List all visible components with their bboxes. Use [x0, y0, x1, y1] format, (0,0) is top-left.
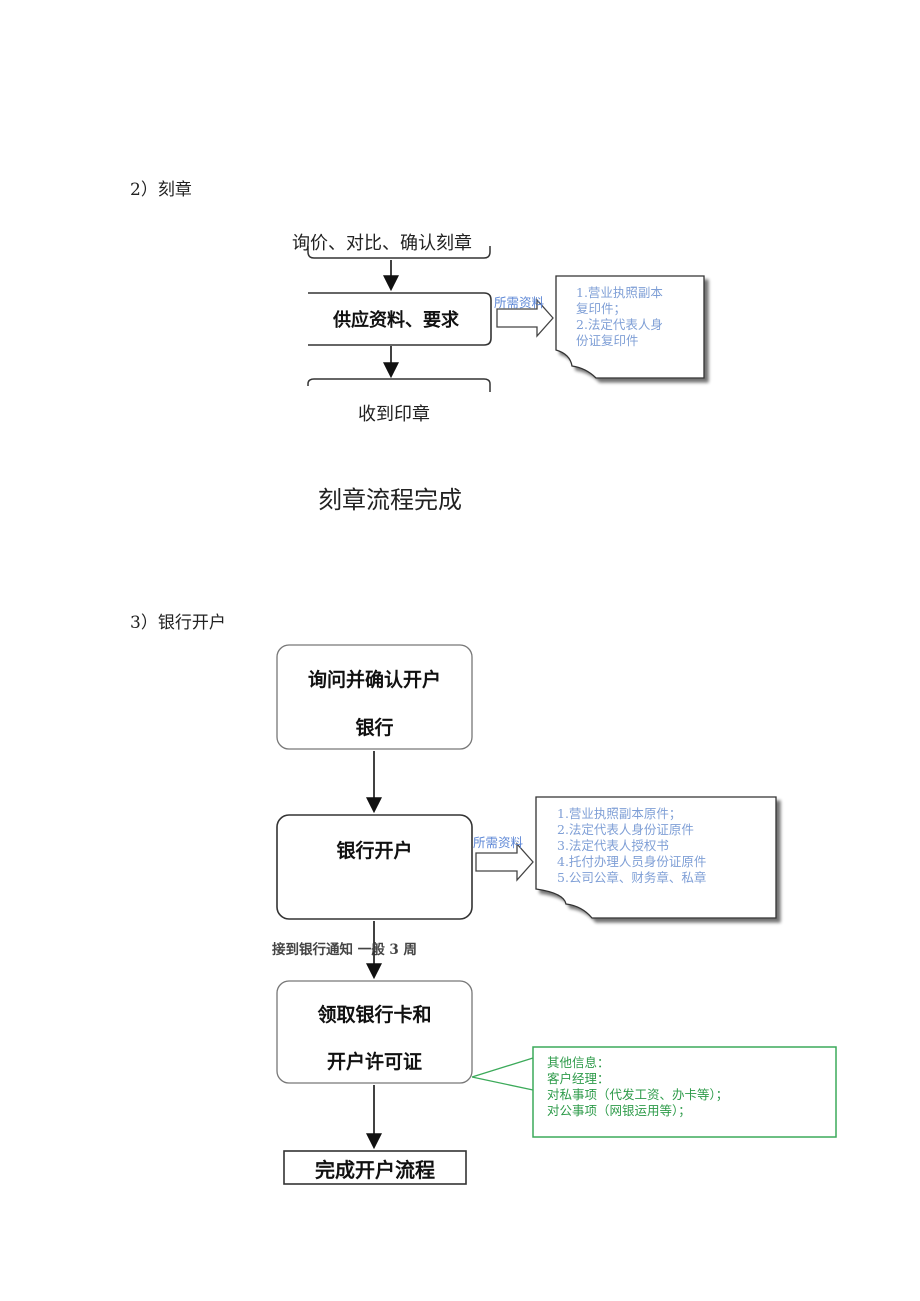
note-1-text: 1.营业执照副本 复印件； 2.法定代表人身 份证复印件	[576, 285, 663, 348]
section2-heading: 2）刻章	[130, 180, 192, 200]
callout-box	[532, 1046, 837, 1138]
step2-box-outline	[308, 292, 492, 346]
box3-line1: 领取银行卡和	[317, 1004, 432, 1026]
step1-label: 询价、对比、确认刻章	[292, 233, 472, 254]
note-page-2	[535, 796, 777, 919]
box1-line2: 银行	[355, 717, 394, 739]
hollow-arrow-1	[496, 298, 554, 338]
section2-complete: 刻章流程完成	[318, 486, 462, 514]
step3-label: 收到印章	[358, 404, 430, 425]
required-docs-tag-1: 所需资料	[494, 295, 545, 310]
note-page-1	[555, 275, 705, 379]
section3-heading: 3）银行开户	[130, 613, 226, 633]
box2-outline	[276, 814, 473, 920]
box1-outline	[276, 644, 473, 750]
box2-label: 银行开户	[336, 840, 413, 862]
step1-box-edge	[307, 246, 491, 259]
box1-line1: 询问并确认开户	[307, 669, 441, 691]
note-2-text: 1.营业执照副本原件； 2.法定代表人身份证原件 3.法定代表人授权书 4.托付…	[557, 806, 707, 885]
box4-label: 完成开户流程	[315, 1158, 435, 1182]
callout-pointer	[471, 1057, 534, 1091]
box3-outline	[276, 980, 473, 1084]
step3-box-edge	[307, 378, 491, 392]
required-docs-tag-2: 所需资料	[473, 835, 524, 850]
box4-outline	[283, 1150, 467, 1185]
step2-label: 供应资料、要求	[333, 310, 459, 331]
box3-line2: 开户许可证	[326, 1051, 422, 1073]
hollow-arrow-2	[475, 842, 534, 882]
other-info-text: 其他信息： 客户经理： 对私事项（代发工资、办卡等）； 对公事项（网银运用等）；	[547, 1055, 729, 1118]
arrow-label: 接到银行通知 一般 3 周	[272, 942, 417, 958]
